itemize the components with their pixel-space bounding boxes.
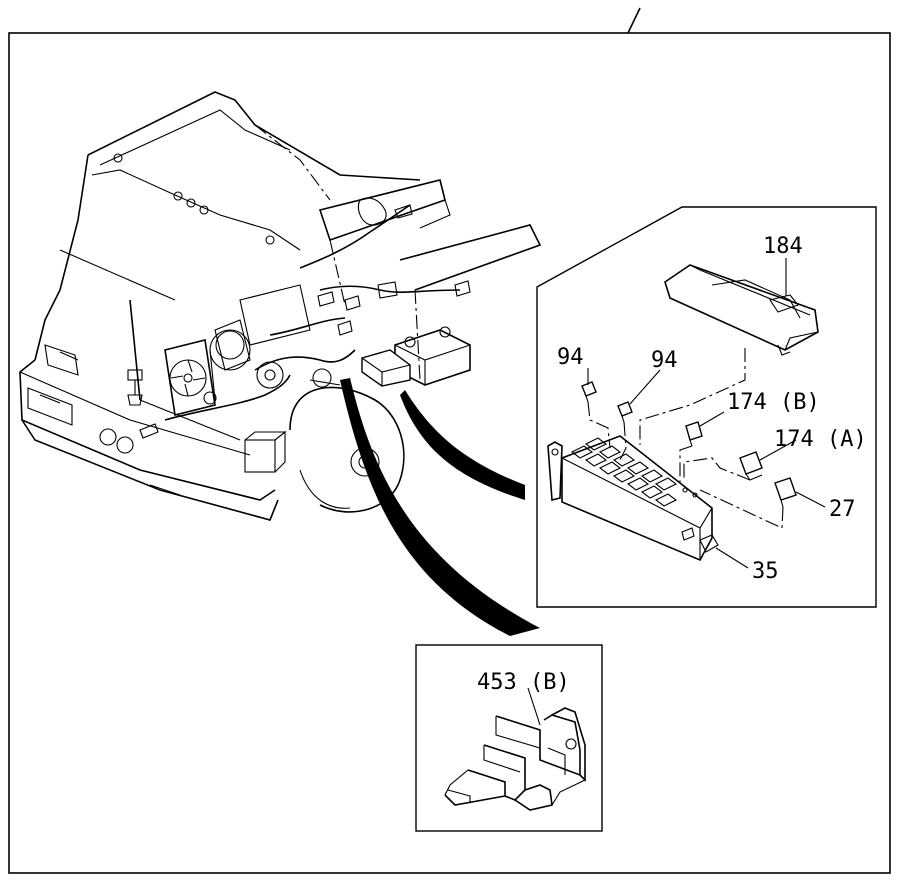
label-184: 184 <box>763 234 803 259</box>
fuse-box-location <box>361 349 411 387</box>
label-27: 27 <box>829 497 856 522</box>
label-174b: 174 (B) <box>727 390 820 415</box>
relay-27 <box>774 477 797 508</box>
label-94-right: 94 <box>651 348 678 373</box>
page-corner-mark <box>627 7 641 34</box>
fuse-box-cover <box>664 264 819 356</box>
label-94-left: 94 <box>557 345 584 370</box>
fuse-box-body <box>547 435 719 562</box>
bracket-detail <box>415 644 603 832</box>
relay-94-left <box>581 381 597 403</box>
assembly-guide-lines <box>587 348 784 529</box>
bracket-part <box>444 707 586 811</box>
label-174a: 174 (A) <box>774 427 867 452</box>
bracket-detail-frame <box>415 644 603 832</box>
fuse-box-detail <box>536 206 877 608</box>
diagram-frame <box>8 32 891 874</box>
label-453b: 453 (B) <box>477 670 570 695</box>
label-35: 35 <box>752 559 779 584</box>
callout-wedge-fusebox <box>400 390 525 500</box>
truck-illustration <box>19 91 542 521</box>
callout-wedge-bracket <box>340 378 540 636</box>
relay-94-right <box>617 401 633 423</box>
relay-174b <box>685 421 703 447</box>
